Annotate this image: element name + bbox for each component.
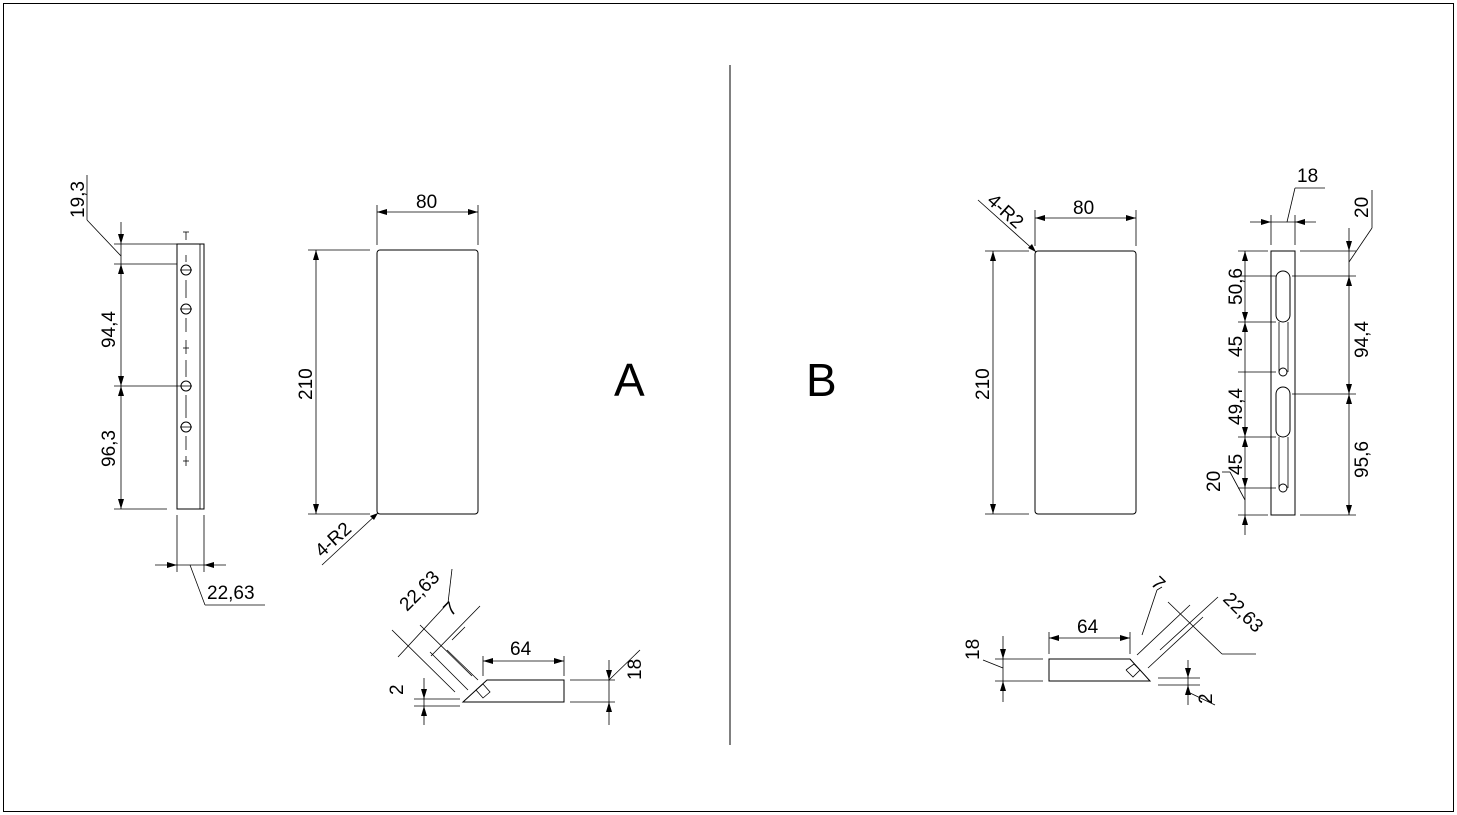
dim-bar-step: 2 xyxy=(387,684,408,695)
slot xyxy=(1275,270,1291,323)
dim-panel-height: 210 xyxy=(973,368,994,400)
dim-slot1-top: 50,6 xyxy=(1226,268,1247,305)
dim-bar-step: 2 xyxy=(1196,693,1217,704)
dim-bevel-width: 22,63 xyxy=(1218,589,1266,637)
hole xyxy=(180,264,192,276)
side-strip xyxy=(1270,250,1296,516)
dim-slot2-top: 49,4 xyxy=(1226,388,1247,425)
view-a-top: 64 18 2 22,63 7 xyxy=(387,567,646,725)
dim-panel-height: 210 xyxy=(296,368,317,400)
dim-bar-length: 64 xyxy=(510,639,532,660)
view-b-label: B xyxy=(806,354,837,406)
dim-slot1-len: 45 xyxy=(1226,336,1247,357)
dim-panel-width: 80 xyxy=(1073,198,1094,219)
dim-strip-thickness: 18 xyxy=(1297,166,1318,187)
dim-top-offset: 20 xyxy=(1352,197,1373,218)
dim-bevel-offset: 7 xyxy=(1146,573,1168,595)
dim-corner-radius: 4-R2 xyxy=(983,190,1028,233)
view-b-top: 64 18 2 7 22,63 xyxy=(963,573,1267,706)
side-strip xyxy=(176,243,205,510)
dim-hole-mid: 94,4 xyxy=(99,311,120,348)
dim-bar-length: 64 xyxy=(1077,617,1099,638)
view-b-front: 80 210 4-R2 xyxy=(973,190,1137,515)
dim-hole-top: 19,3 xyxy=(68,181,89,218)
dim-hole-bottom: 96,3 xyxy=(99,430,120,467)
dim-pitch-upper: 94,4 xyxy=(1352,321,1373,358)
slot xyxy=(1275,386,1291,438)
dim-slot2-len: 45 xyxy=(1226,454,1247,475)
panel xyxy=(376,249,479,515)
beveled-bar xyxy=(1048,658,1152,682)
hole xyxy=(180,421,192,433)
view-a-front: 80 210 4-R2 xyxy=(296,192,479,566)
dim-bottom-offset: 20 xyxy=(1204,471,1225,492)
dim-panel-width: 80 xyxy=(416,192,437,213)
beveled-bar xyxy=(461,679,565,703)
dim-corner-radius: 4-R2 xyxy=(311,519,356,562)
sheet-border xyxy=(3,3,1454,812)
view-b-side: 18 50,6 45 49,4 45 20 xyxy=(1204,166,1373,535)
dim-bevel-offset: 7 xyxy=(440,598,462,620)
hole xyxy=(180,303,192,315)
panel xyxy=(1034,250,1137,515)
dim-bar-thickness: 18 xyxy=(625,659,646,680)
dim-bevel-width: 22,63 xyxy=(396,567,444,615)
dim-pitch-lower: 95,6 xyxy=(1352,441,1373,478)
view-a-label: A xyxy=(614,354,645,406)
dim-strip-thickness: 22,63 xyxy=(207,583,255,604)
dim-bar-thickness: 18 xyxy=(963,639,984,660)
view-b: B 80 210 4-R2 xyxy=(806,166,1373,706)
view-a-side: 19,3 94,4 96,3 22,63 xyxy=(68,175,265,606)
view-a: A xyxy=(68,175,646,725)
